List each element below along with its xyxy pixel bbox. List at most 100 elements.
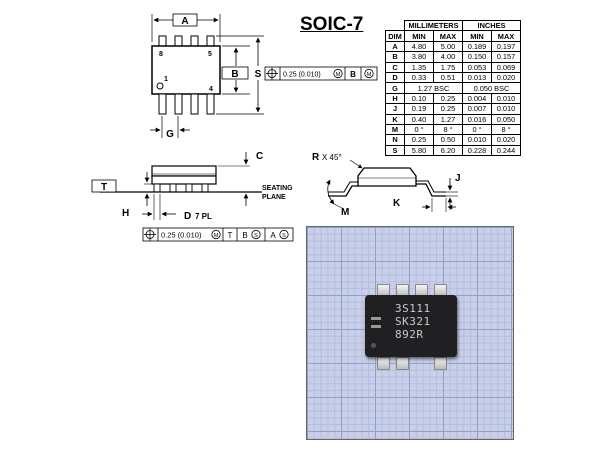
- fcf-b-mmc: M: [336, 72, 341, 78]
- dim-c-label: C: [256, 151, 263, 162]
- row-mm-min: 0.19: [404, 103, 434, 115]
- chip-pin: [396, 357, 409, 370]
- row-in-min: 0 °: [462, 123, 492, 136]
- row-in-bsc: 0.050 BSC: [462, 82, 521, 94]
- top-view: [150, 13, 264, 138]
- row-mm-max: 0.25: [433, 92, 463, 105]
- table-row: J 0.19 0.25 0.007 0.010: [385, 103, 521, 115]
- feature-control-frame-b: 0.25 (0.010) M B M: [264, 66, 378, 81]
- table-header-row: DIM MIN MAX MIN MAX: [385, 30, 521, 42]
- chip-logo-mark: [371, 317, 381, 320]
- row-mm-max: 5.00: [433, 40, 463, 53]
- pin-8-label: 8: [159, 51, 163, 58]
- row-mm-max: 8 °: [433, 123, 463, 136]
- row-dim: G: [385, 82, 405, 94]
- chip-pin: [377, 357, 390, 370]
- row-dim: S: [385, 144, 405, 157]
- row-mm-min: 0.10: [404, 92, 434, 105]
- row-mm-min: 3.80: [404, 51, 434, 63]
- row-in-max: 0.244: [491, 144, 521, 157]
- fcf-b-datum: B: [350, 70, 356, 79]
- fcf-d-tolerance: 0.25 (0.010): [161, 231, 202, 240]
- row-in-min: 0.053: [462, 61, 492, 73]
- package-title: SOIC-7: [300, 14, 364, 35]
- row-mm-min: 0.40: [404, 113, 434, 125]
- chip-logo-mark: [371, 325, 381, 328]
- row-mm-max: 0.51: [433, 71, 463, 84]
- row-mm-min: 1.35: [404, 61, 434, 73]
- seating-plane-line2: PLANE: [262, 194, 286, 201]
- row-mm-max: 0.50: [433, 134, 463, 146]
- table-row: K 0.40 1.27 0.016 0.050: [385, 113, 521, 125]
- detail-view-labels: R X 45° M J K: [312, 152, 461, 218]
- dim-r-angle: X 45°: [322, 153, 342, 162]
- row-dim: J: [385, 103, 405, 115]
- row-in-max: 8 °: [491, 123, 521, 136]
- col-mm-min-header: MIN: [404, 30, 434, 42]
- row-dim: B: [385, 51, 405, 63]
- row-mm-max: 6.20: [433, 144, 463, 157]
- dim-d-label: D: [184, 211, 191, 222]
- row-dim: M: [385, 123, 405, 136]
- row-in-min: 0.016: [462, 113, 492, 125]
- table-row: G 1.27 BSC 0.050 BSC: [385, 82, 521, 94]
- mm-group-header: MILLIMETERS: [404, 19, 463, 32]
- dim-b-label: B: [231, 69, 238, 80]
- fcf-b-mmc2: M: [367, 72, 372, 78]
- row-in-max: 0.197: [491, 40, 521, 53]
- row-mm-min: 4.80: [404, 40, 434, 53]
- row-in-max: 0.010: [491, 103, 521, 115]
- dim-k-label: K: [393, 198, 401, 209]
- chip-marking-line-1: 3S111: [395, 302, 431, 315]
- pin-4-label: 4: [209, 86, 213, 93]
- row-in-min: 0.228: [462, 144, 492, 157]
- row-in-min: 0.007: [462, 103, 492, 115]
- row-mm-bsc: 1.27 BSC: [404, 82, 463, 94]
- side-view-labels: T C H D 7 PL SEATING PLANE: [101, 151, 293, 222]
- table-row: C 1.35 1.75 0.053 0.069: [385, 61, 521, 73]
- row-mm-max: 0.25: [433, 103, 463, 115]
- row-in-min: 0.013: [462, 71, 492, 84]
- row-mm-max: 1.27: [433, 113, 463, 125]
- chip-photo: 3S111 SK321 892R: [306, 226, 514, 440]
- pin-5-label: 5: [208, 51, 212, 58]
- row-dim: K: [385, 113, 405, 125]
- table-row: A 4.80 5.00 0.189 0.197: [385, 40, 521, 53]
- detail-view: [325, 159, 458, 212]
- fcf-d-datum-t: T: [228, 231, 233, 240]
- dim-r-label: R: [312, 152, 320, 163]
- row-in-min: 0.150: [462, 51, 492, 63]
- chip-pin: [434, 357, 447, 370]
- col-dim-header: DIM: [385, 30, 405, 42]
- fcf-d-datum-a: A: [270, 231, 276, 240]
- table-row: H 0.10 0.25 0.004 0.010: [385, 92, 521, 105]
- row-in-max: 0.020: [491, 71, 521, 84]
- col-in-min-header: MIN: [462, 30, 492, 42]
- row-dim: N: [385, 134, 405, 146]
- dim-j-label: J: [455, 173, 461, 184]
- seating-plane-line1: SEATING: [262, 185, 293, 192]
- dim-m-label: M: [341, 207, 349, 218]
- inch-group-header: INCHES: [462, 19, 521, 32]
- fcf-d-mmc: M: [214, 233, 219, 239]
- feature-control-frame-d: 0.25 (0.010) M T B S A S: [142, 227, 294, 242]
- row-dim: H: [385, 92, 405, 105]
- row-mm-min: 5.80: [404, 144, 434, 157]
- row-in-min: 0.189: [462, 40, 492, 53]
- dim-d-suffix: 7 PL: [195, 212, 212, 221]
- row-dim: D: [385, 71, 405, 84]
- row-in-max: 0.069: [491, 61, 521, 73]
- top-view-labels: A B S G 8 5 1 4: [159, 16, 262, 140]
- dimension-table: MILLIMETERS INCHES DIM MIN MAX MIN MAX A…: [385, 19, 521, 157]
- fcf-d-datum-b: B: [242, 231, 247, 240]
- row-in-max: 0.010: [491, 92, 521, 105]
- row-mm-min: 0 °: [404, 123, 434, 136]
- row-in-max: 0.020: [491, 134, 521, 146]
- fcf-d-rfs-2: S: [282, 233, 286, 239]
- dim-a-label: A: [181, 16, 188, 27]
- col-mm-max-header: MAX: [433, 30, 463, 42]
- row-mm-max: 4.00: [433, 51, 463, 63]
- table-row: N 0.25 0.50 0.010 0.020: [385, 134, 521, 146]
- row-dim: A: [385, 40, 405, 53]
